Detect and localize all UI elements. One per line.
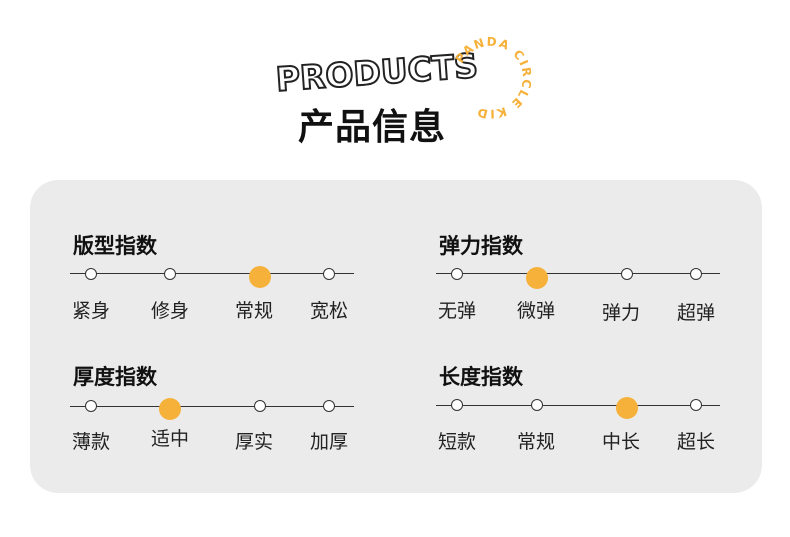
scale-dot-3 xyxy=(254,400,266,412)
scale-option: 加厚 xyxy=(309,431,349,453)
scale-track xyxy=(436,273,720,274)
group-title: 弹力指数 xyxy=(439,234,523,258)
scale-option: 适中 xyxy=(150,428,190,450)
scale-option: 中长 xyxy=(601,431,641,453)
info-panel: 版型指数 紧身 修身 常规 宽松 弹力指数 无弹 微弹 弹力 超弹 厚度指数 薄… xyxy=(30,180,762,493)
scale-dot-2 xyxy=(164,268,176,280)
scale-option: 厚实 xyxy=(234,431,274,453)
scale-dot-selected xyxy=(249,266,271,288)
group-title: 厚度指数 xyxy=(73,365,157,389)
scale-dot-3 xyxy=(621,268,633,280)
scale-option: 薄款 xyxy=(71,431,111,453)
scale-dot-selected xyxy=(616,397,638,419)
scale-option: 宽松 xyxy=(309,300,349,322)
scale-option: 弹力 xyxy=(601,302,641,324)
group-fit-index: 版型指数 紧身 修身 常规 宽松 xyxy=(70,230,373,350)
scale-option: 修身 xyxy=(150,300,190,322)
scale-dot-1 xyxy=(85,400,97,412)
scale-track xyxy=(70,406,354,407)
panda-circle-kids-badge: PANDA CIRCLE KIDS xyxy=(440,28,534,121)
svg-text:PANDA CIRCLE KIDS: PANDA CIRCLE KIDS xyxy=(440,28,534,121)
scale-option: 超弹 xyxy=(676,302,716,324)
scale-dot-selected xyxy=(526,267,548,289)
scale-dot-1 xyxy=(85,268,97,280)
scale-option: 微弹 xyxy=(516,300,556,322)
scale-dot-selected xyxy=(159,398,181,420)
group-length-index: 长度指数 短款 常规 中长 超长 xyxy=(436,361,739,481)
group-title: 长度指数 xyxy=(439,365,523,389)
scale-dot-4 xyxy=(323,268,335,280)
scale-option: 常规 xyxy=(234,300,274,322)
group-elasticity-index: 弹力指数 无弹 微弹 弹力 超弹 xyxy=(436,230,739,350)
scale-dot-4 xyxy=(690,268,702,280)
scale-option: 超长 xyxy=(676,431,716,453)
scale-track xyxy=(436,405,720,406)
scale-dot-4 xyxy=(690,399,702,411)
scale-option: 紧身 xyxy=(71,300,111,322)
page-title: 产品信息 xyxy=(298,107,447,148)
group-title: 版型指数 xyxy=(73,234,157,258)
scale-dot-2 xyxy=(531,399,543,411)
scale-option: 短款 xyxy=(437,431,477,453)
scale-dot-1 xyxy=(451,399,463,411)
scale-dot-1 xyxy=(451,268,463,280)
header: PRODUCTS PANDA CIRCLE KIDS 产品信息 xyxy=(0,0,790,180)
scale-dot-4 xyxy=(323,400,335,412)
scale-track xyxy=(70,273,354,274)
badge-text: PANDA CIRCLE KIDS xyxy=(440,28,533,121)
group-thickness-index: 厚度指数 薄款 适中 厚实 加厚 xyxy=(70,361,373,481)
scale-option: 无弹 xyxy=(437,300,477,322)
scale-option: 常规 xyxy=(516,431,556,453)
